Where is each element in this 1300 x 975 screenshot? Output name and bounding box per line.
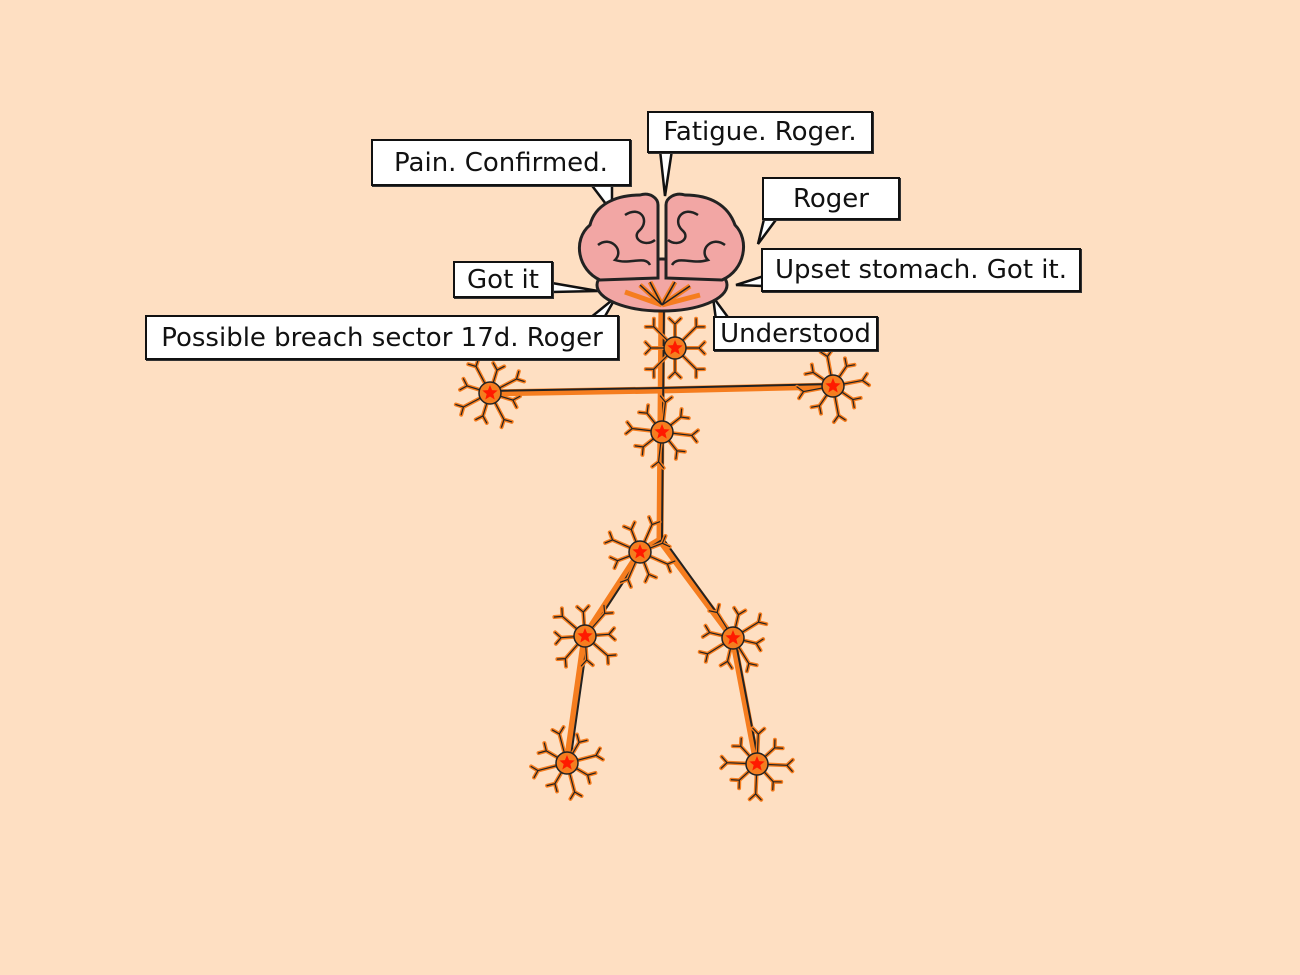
neuron-icon	[529, 725, 605, 801]
neuron-icon	[552, 603, 618, 669]
speech-bubble-got-it: Got it	[453, 261, 553, 298]
brain	[578, 192, 745, 313]
neuron-icon	[697, 602, 769, 674]
speech-bubble-stomach: Upset stomach. Got it.	[761, 248, 1081, 292]
neuron-icon	[794, 347, 872, 425]
neuron-icon	[453, 356, 527, 430]
speech-bubble-fatigue: Fatigue. Roger.	[647, 111, 873, 153]
neuron-icon	[603, 515, 677, 589]
speech-bubble-understood: Understood	[713, 316, 878, 351]
speech-bubble-roger: Roger	[762, 177, 900, 220]
neuron-icon	[624, 394, 700, 470]
neuron-icon	[643, 316, 707, 380]
nerve-lines	[486, 296, 837, 768]
neuron-icon	[719, 726, 795, 802]
speech-bubble-breach: Possible breach sector 17d. Roger	[145, 315, 619, 360]
speech-bubble-pain: Pain. Confirmed.	[371, 139, 631, 186]
neurons	[453, 316, 872, 802]
